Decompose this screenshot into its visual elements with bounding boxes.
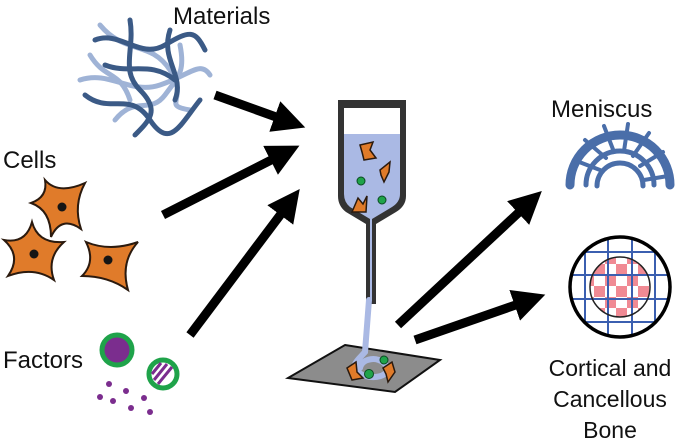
stage-plate xyxy=(284,343,443,394)
arrow-bone xyxy=(413,290,546,345)
bone-label-line1: Cortical and xyxy=(549,355,672,381)
cell-top-nucleus xyxy=(57,202,67,212)
input-arrows xyxy=(160,90,306,338)
bone-label-line3: Bone xyxy=(583,417,637,443)
meniscus-label: Meniscus xyxy=(551,96,652,123)
cell-left xyxy=(0,218,67,283)
cell-right-nucleus xyxy=(103,255,113,265)
syringe-beads xyxy=(356,176,387,205)
cancellous-core xyxy=(590,257,650,317)
arrow-factors xyxy=(186,189,300,338)
factor-dots xyxy=(97,381,153,415)
print-stage xyxy=(284,297,443,394)
syringe-barrel-empty xyxy=(344,108,400,134)
cell-top xyxy=(27,176,88,238)
arrow-cells xyxy=(160,145,300,220)
factors-group xyxy=(97,332,180,415)
syringe-cells xyxy=(350,140,391,213)
arrow-materials xyxy=(213,90,306,132)
meniscus-scaffold xyxy=(565,122,675,190)
bone-scaffold xyxy=(568,235,672,339)
cells-label: Cells xyxy=(3,147,56,174)
bioink-stream xyxy=(351,297,391,381)
output-arrows xyxy=(394,190,546,345)
factors-label: Factors xyxy=(3,347,83,374)
syringe xyxy=(338,100,406,304)
cell-left-nucleus xyxy=(29,249,39,259)
factor-bead-striped xyxy=(146,357,180,391)
arrow-meniscus xyxy=(394,190,542,329)
cell-right xyxy=(79,240,139,293)
cells-group xyxy=(0,176,139,293)
bone-label-line2: Cancellous xyxy=(553,386,667,412)
printed-beads xyxy=(364,355,389,379)
materials-label: Materials xyxy=(173,3,270,30)
factor-bead-solid xyxy=(99,332,135,368)
printed-cells xyxy=(346,360,396,384)
materials-fiber-mesh xyxy=(77,17,213,138)
